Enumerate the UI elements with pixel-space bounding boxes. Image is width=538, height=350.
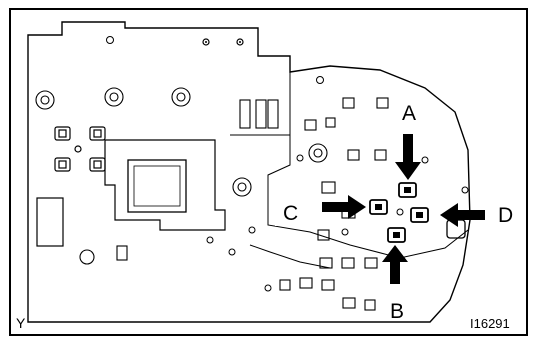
callout-label-c: C [283, 202, 298, 225]
arrow-a [395, 134, 421, 180]
callout-label-d: D [498, 204, 513, 227]
board-outline [27, 21, 471, 323]
arrow-c [322, 195, 366, 219]
arrow-b [382, 245, 408, 284]
figure-id: I16291 [470, 316, 510, 331]
corner-mark: Y [16, 315, 26, 331]
callout-label-b: B [390, 300, 404, 323]
board-inner-contour [267, 72, 469, 259]
board-lower-contour [249, 244, 331, 269]
arrow-d [440, 203, 485, 227]
callout-label-a: A [402, 102, 416, 125]
